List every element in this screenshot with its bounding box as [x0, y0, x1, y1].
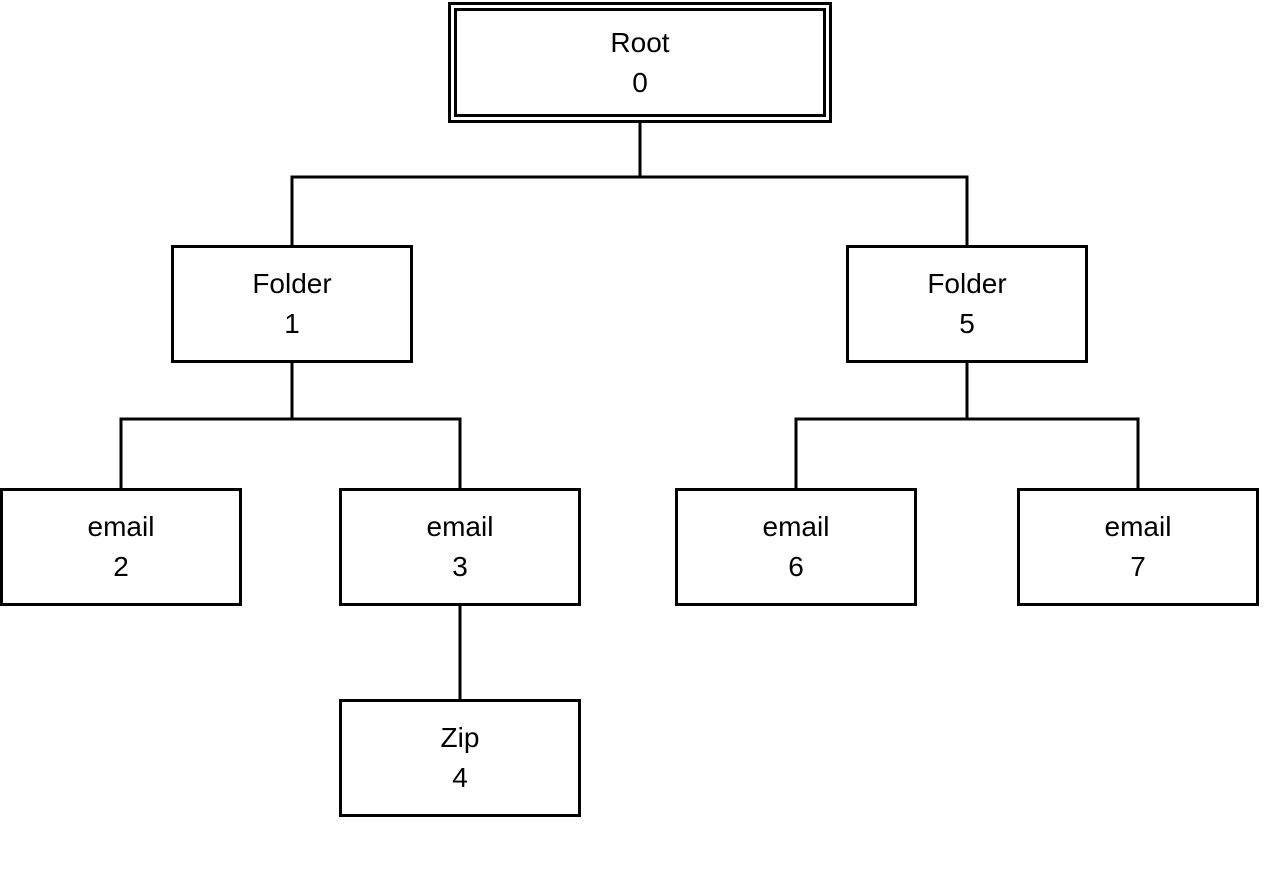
node-folder-5: Folder 5: [846, 245, 1088, 363]
node-title: Folder: [252, 268, 332, 299]
edge-1-2: [119, 363, 294, 488]
node-number: 7: [1130, 551, 1146, 582]
node-title: email: [1104, 511, 1172, 542]
node-number: 1: [284, 308, 300, 339]
node-title: Folder: [927, 268, 1007, 299]
node-title: email: [762, 511, 830, 542]
node-title: Zip: [440, 722, 480, 753]
node-zip-4: Zip 4: [339, 699, 581, 817]
node-number: 0: [632, 66, 648, 98]
edge-5-6: [794, 363, 969, 488]
edge-1-3: [290, 363, 462, 488]
edge-0-5: [638, 123, 969, 245]
node-title: email: [87, 511, 155, 542]
node-title: email: [426, 511, 494, 542]
node-title: Root: [610, 26, 670, 58]
node-number: 2: [113, 551, 129, 582]
node-email-3: email 3: [339, 488, 581, 606]
node-email-2: email 2: [0, 488, 242, 606]
node-email-6: email 6: [675, 488, 917, 606]
node-root-0: Root 0: [448, 2, 832, 123]
edge-0-1: [290, 123, 642, 245]
node-number: 4: [452, 762, 468, 793]
edge-5-7: [965, 363, 1140, 488]
node-number: 6: [788, 551, 804, 582]
node-email-7: email 7: [1017, 488, 1259, 606]
node-number: 3: [452, 551, 468, 582]
node-folder-1: Folder 1: [171, 245, 413, 363]
node-number: 5: [959, 308, 975, 339]
